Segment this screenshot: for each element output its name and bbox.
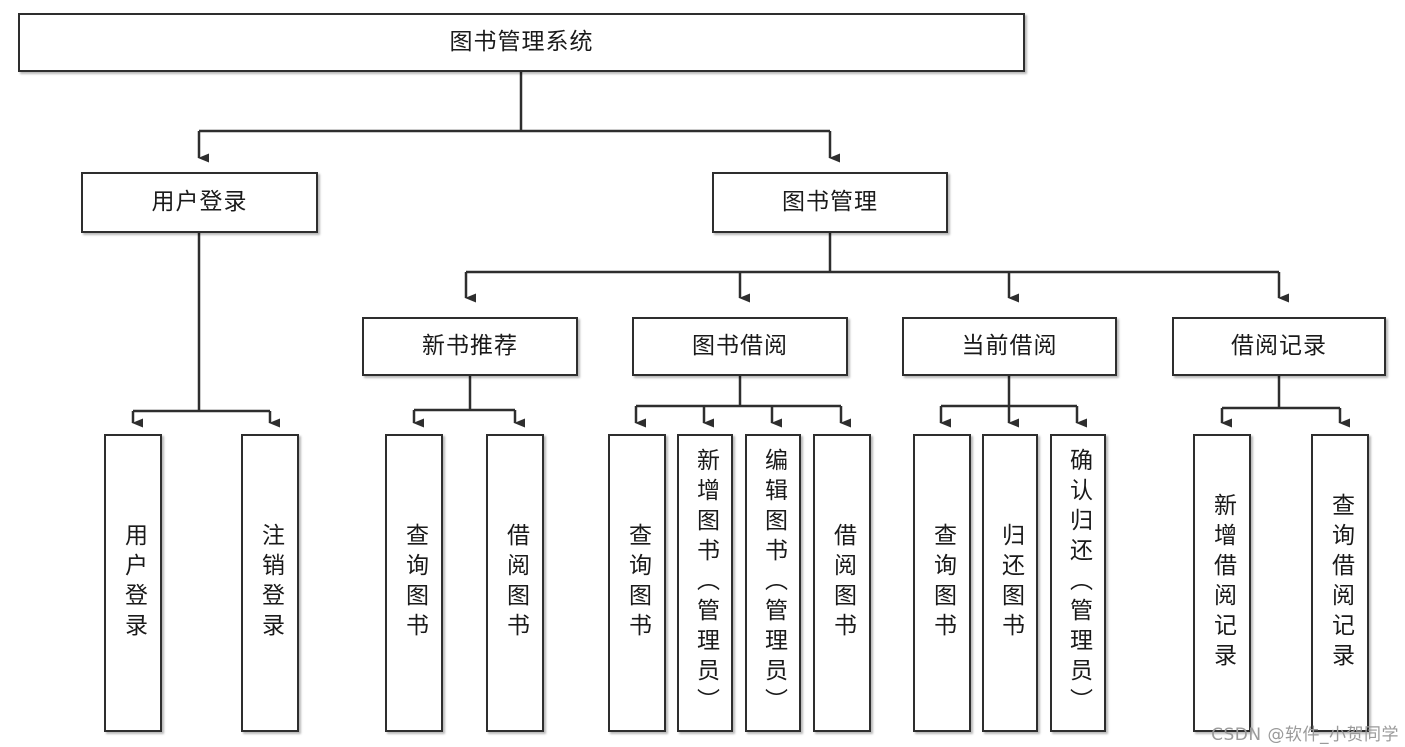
- node-new-book-recommend[interactable]: 新书推荐: [362, 317, 578, 376]
- node-label: 查询图书: [624, 523, 651, 643]
- leaf-records-query-record[interactable]: 查询借阅记录: [1311, 434, 1369, 732]
- node-label: 查询借阅记录: [1327, 493, 1354, 673]
- node-label: 当前借阅: [961, 333, 1058, 359]
- leaf-records-add-record[interactable]: 新增借阅记录: [1193, 434, 1251, 732]
- node-root-system[interactable]: 图书管理系统: [18, 13, 1025, 72]
- node-user-login[interactable]: 用户登录: [81, 172, 318, 233]
- node-label: 图书管理系统: [449, 29, 594, 55]
- node-current-borrow[interactable]: 当前借阅: [902, 317, 1117, 376]
- node-book-management[interactable]: 图书管理: [712, 172, 948, 233]
- node-label: 新书推荐: [422, 333, 518, 359]
- leaf-borrow-add-book-admin[interactable]: 新增图书（管理员）: [677, 434, 733, 732]
- csdn-watermark: CSDN @软件_小贺同学: [1211, 725, 1399, 745]
- node-label: 确认归还（管理员）: [1065, 448, 1092, 718]
- leaf-user-logout[interactable]: 注销登录: [241, 434, 299, 732]
- leaf-user-login-do[interactable]: 用户登录: [104, 434, 162, 732]
- node-label: 查询图书: [929, 523, 956, 643]
- leaf-current-return-book[interactable]: 归还图书: [982, 434, 1038, 732]
- node-label: 用户登录: [120, 523, 147, 643]
- node-label: 查询图书: [401, 523, 428, 643]
- node-label: 借阅记录: [1231, 333, 1327, 359]
- leaf-recommend-borrow-book[interactable]: 借阅图书: [486, 434, 544, 732]
- node-label: 注销登录: [257, 523, 284, 643]
- leaf-recommend-query-book[interactable]: 查询图书: [385, 434, 443, 732]
- node-label: 用户登录: [151, 189, 248, 215]
- node-label: 借阅图书: [829, 523, 856, 643]
- leaf-current-query-book[interactable]: 查询图书: [913, 434, 971, 732]
- node-label: 新增借阅记录: [1209, 493, 1236, 673]
- node-label: 图书借阅: [692, 333, 788, 359]
- leaf-borrow-query-book[interactable]: 查询图书: [608, 434, 666, 732]
- node-label: 新增图书（管理员）: [692, 448, 719, 718]
- leaf-borrow-edit-book-admin[interactable]: 编辑图书（管理员）: [745, 434, 801, 732]
- node-label: 归还图书: [997, 523, 1024, 643]
- leaf-borrow-borrow-book[interactable]: 借阅图书: [813, 434, 871, 732]
- node-label: 图书管理: [782, 189, 878, 215]
- node-label: 借阅图书: [502, 523, 529, 643]
- node-label: 编辑图书（管理员）: [760, 448, 787, 718]
- node-borrow-records[interactable]: 借阅记录: [1172, 317, 1386, 376]
- leaf-current-confirm-return-admin[interactable]: 确认归还（管理员）: [1050, 434, 1106, 732]
- node-book-borrow[interactable]: 图书借阅: [632, 317, 848, 376]
